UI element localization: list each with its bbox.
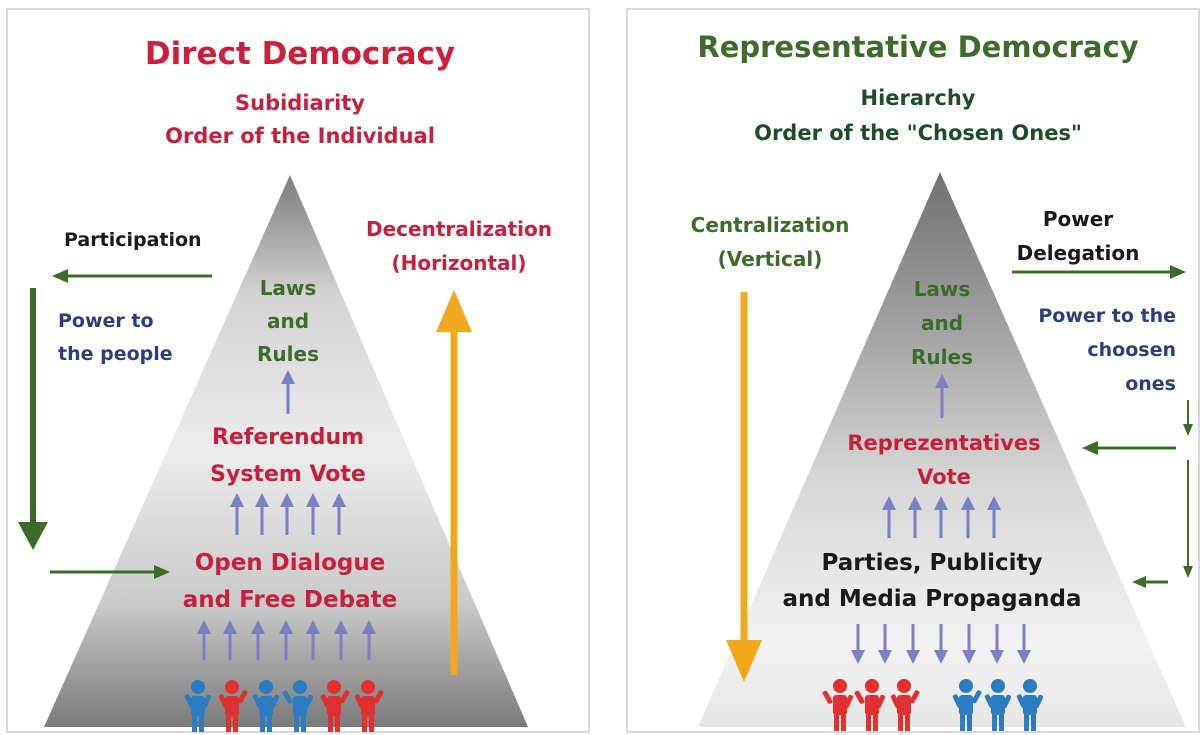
person-icon (984, 679, 1012, 731)
referendum-up-arrows (230, 493, 346, 535)
chosen-down-arrow-lower (1183, 460, 1193, 578)
person-icon (218, 680, 248, 732)
laws-line1: Laws (260, 276, 317, 300)
person-icon (952, 679, 982, 731)
person-icon (890, 679, 920, 731)
delegation-right-arrow (1012, 265, 1186, 279)
power-to-chosen-line1: Power to the (1038, 305, 1176, 327)
reps-line2: Vote (917, 465, 971, 489)
chosen-down-arrow-upper (1183, 400, 1193, 436)
rep-laws-up-arrow (935, 374, 949, 418)
power-to-chosen-line2: choosen (1087, 339, 1176, 361)
power-to-people-line1: Power to (58, 310, 154, 332)
direct-democracy-svg: Direct Democracy Subidiarity Order of th… (18, 36, 552, 732)
rep-laws-line1: Laws (914, 277, 971, 301)
dialogue-line2: and Free Debate (183, 587, 397, 613)
parties-line2: and Media Propaganda (782, 586, 1081, 612)
representative-pyramid (698, 172, 1186, 727)
direct-pyramid (44, 175, 528, 727)
centralization-line1: Centralization (691, 213, 850, 237)
parties-left-arrow (1132, 576, 1168, 588)
decentralization-line1: Decentralization (366, 217, 552, 241)
person-icon (184, 680, 212, 732)
direct-democracy-panel: Direct Democracy Subidiarity Order of th… (6, 8, 590, 733)
participation-left-arrow (52, 269, 212, 283)
rep-laws-line3: Rules (911, 345, 973, 369)
person-icon (252, 680, 280, 732)
rep-laws-line2: and (921, 311, 963, 335)
reps-line1: Reprezentatives (847, 431, 1040, 455)
direct-title: Direct Democracy (145, 36, 455, 72)
decentralization-line2: (Horizontal) (391, 251, 526, 275)
direct-subtitle-line1: Subidiarity (235, 91, 365, 115)
delegation-line1: Power (1043, 207, 1113, 231)
direct-people-group (184, 680, 384, 732)
laws-line3: Rules (257, 342, 319, 366)
delegation-line2: Delegation (1017, 241, 1140, 265)
representative-subtitle-line1: Hierarchy (861, 86, 976, 110)
person-icon (354, 680, 384, 732)
reps-up-arrows (882, 496, 1001, 538)
person-icon (822, 679, 854, 731)
centralization-down-arrow (726, 292, 762, 682)
referendum-line2: System Vote (210, 462, 366, 487)
reps-left-arrow (1082, 441, 1176, 455)
referendum-line1: Referendum (212, 425, 364, 450)
representative-subtitle-line2: Order of the "Chosen Ones" (754, 121, 1082, 145)
propaganda-down-arrows (851, 624, 1031, 664)
person-icon (1016, 679, 1044, 731)
representative-democracy-svg: Representative Democracy Hierarchy Order… (691, 30, 1193, 731)
participation-down-arrow (18, 288, 48, 550)
representative-title: Representative Democracy (697, 30, 1138, 64)
representative-people-group (822, 679, 1044, 731)
power-to-chosen-line3: ones (1125, 373, 1176, 395)
laws-up-arrow (281, 370, 295, 414)
laws-line2: and (267, 309, 309, 333)
representative-democracy-panel: Representative Democracy Hierarchy Order… (626, 8, 1200, 733)
person-icon (282, 680, 314, 732)
dialogue-up-arrows (197, 620, 376, 660)
dialogue-line1: Open Dialogue (195, 550, 386, 576)
parties-line1: Parties, Publicity (822, 550, 1043, 576)
centralization-line2: (Vertical) (718, 247, 823, 271)
power-to-people-line2: the people (58, 343, 173, 365)
person-icon (854, 679, 886, 731)
person-icon (320, 680, 350, 732)
direct-subtitle-line2: Order of the Individual (165, 124, 435, 148)
participation-label: Participation (64, 229, 202, 251)
decentralization-up-arrow (436, 290, 472, 675)
participation-right-arrow (50, 565, 170, 579)
